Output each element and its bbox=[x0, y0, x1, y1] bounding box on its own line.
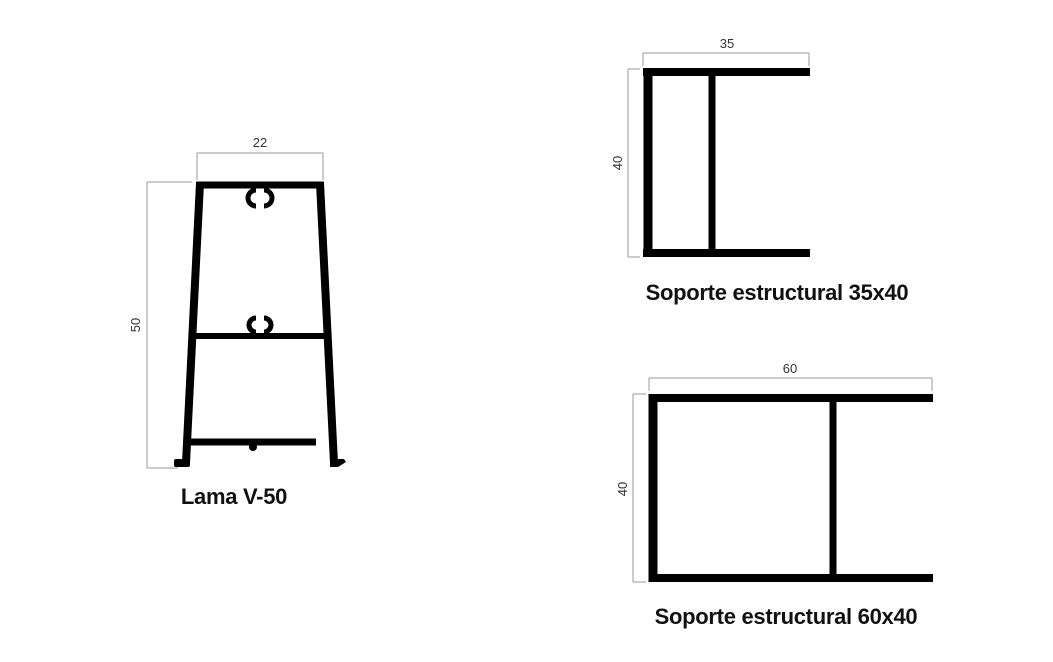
lama-width-dimension: 22 bbox=[196, 135, 324, 180]
lama-height-dimension: 50 bbox=[128, 181, 192, 469]
soporte60-profile bbox=[648, 394, 933, 582]
soporte35-profile bbox=[643, 68, 810, 257]
soporte35-width-label: 35 bbox=[720, 36, 734, 51]
soporte35-height-label: 40 bbox=[610, 156, 625, 170]
lama-height-label: 50 bbox=[128, 318, 143, 332]
lama-caption: Lama V-50 bbox=[181, 484, 287, 509]
soporte60-caption: Soporte estructural 60x40 bbox=[655, 604, 918, 629]
soporte35-width-dimension: 35 bbox=[642, 36, 810, 66]
soporte35-caption: Soporte estructural 35x40 bbox=[646, 280, 909, 305]
soporte35-height-dimension: 40 bbox=[610, 68, 640, 258]
soporte-35x40-drawing: 35 40 Soporte estructural 35x40 bbox=[610, 36, 909, 305]
soporte60-height-label: 40 bbox=[615, 482, 630, 496]
lama-v50-drawing: 22 50 Lama V-50 bbox=[128, 135, 346, 509]
soporte60-height-dimension: 40 bbox=[615, 393, 646, 583]
soporte60-width-label: 60 bbox=[783, 361, 797, 376]
soporte60-width-dimension: 60 bbox=[648, 361, 933, 391]
soporte-60x40-drawing: 60 40 Soporte estructural 60x40 bbox=[615, 361, 933, 629]
lama-profile bbox=[174, 181, 346, 467]
lama-width-label: 22 bbox=[253, 135, 267, 150]
